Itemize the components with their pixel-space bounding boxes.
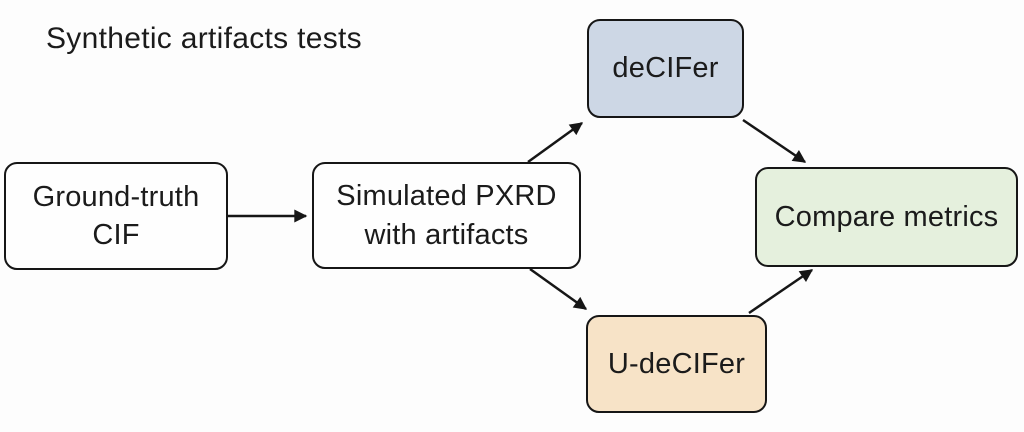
node-label-line: Simulated PXRD xyxy=(336,180,557,213)
node-label-line: Compare metrics xyxy=(774,200,999,233)
arrow-simulated-to-decifer xyxy=(527,121,584,164)
diagram-title: Synthetic artifacts tests xyxy=(46,22,362,55)
arrow-simulated-to-u-decifer xyxy=(529,267,588,311)
node-u-decifer: U-deCIFer xyxy=(586,315,767,413)
node-label-line: Ground-truth xyxy=(32,180,200,213)
node-compare-metrics: Compare metrics xyxy=(755,167,1018,267)
node-label-line: CIF xyxy=(92,219,140,251)
node-ground-truth-cif: Ground-truth CIF xyxy=(4,162,228,270)
arrow-decifer-to-compare xyxy=(742,118,807,164)
node-simulated-pxrd: Simulated PXRD with artifacts xyxy=(312,162,581,269)
node-label-line: with artifacts xyxy=(364,218,529,251)
arrow-u-decifer-to-compare xyxy=(748,268,814,315)
node-decifer: deCIFer xyxy=(587,19,744,118)
node-label-line: deCIFer xyxy=(612,52,719,85)
node-label-line: U-deCIFer xyxy=(607,347,746,380)
